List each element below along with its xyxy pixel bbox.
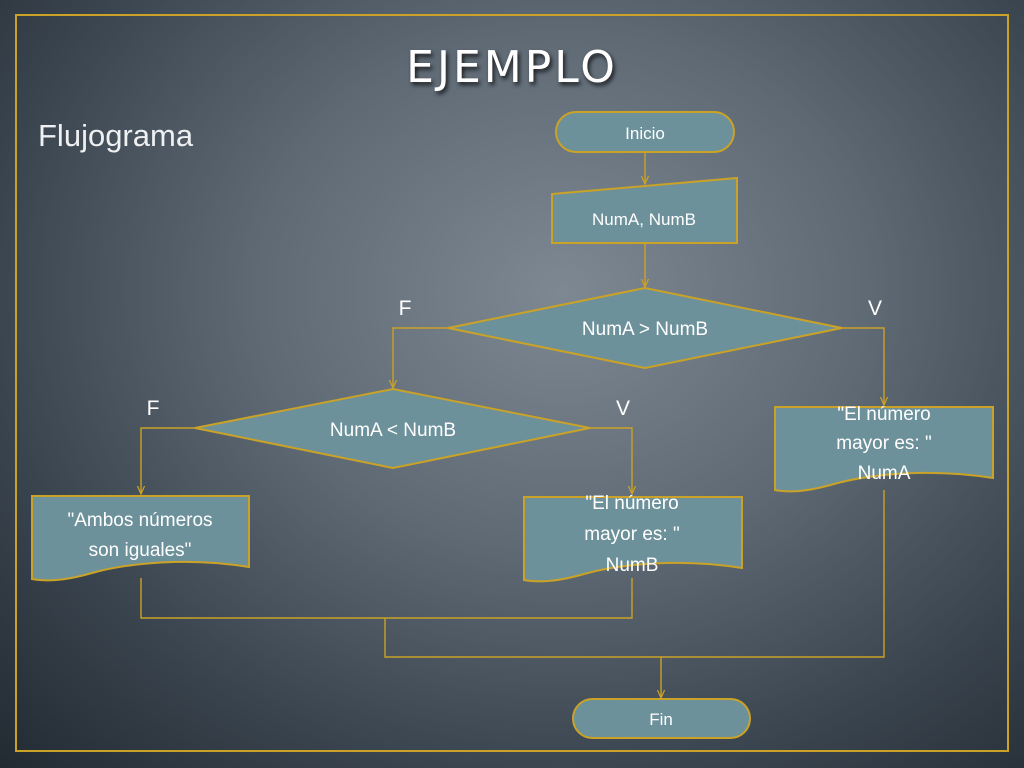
output-numa: "El número mayor es: " NumA [774, 404, 994, 493]
end-node: Fin [572, 698, 751, 739]
decision-1-label: NumA > NumB [582, 319, 708, 340]
input-node: NumA, NumB [551, 176, 738, 244]
decision-1: NumA > NumB [447, 286, 843, 370]
output-numb-line-2: mayor es: " [584, 524, 679, 545]
edge-equal-merge [140, 578, 633, 619]
edge-merge-join [384, 490, 885, 658]
edge-decision2-true [590, 427, 632, 494]
decision-1-false-label: F [399, 297, 412, 320]
output-numb-line-3: NumB [606, 555, 659, 576]
output-equal-line-1: "Ambos números [67, 510, 212, 531]
output-numb-line-1: "El número [585, 493, 678, 514]
edge-decision1-false [393, 327, 448, 388]
start-node: Inicio [555, 111, 735, 153]
slide-title: EJEMPLO [406, 42, 618, 93]
output-equal: "Ambos números son iguales" [31, 495, 250, 582]
output-numb: "El número mayor es: " NumB [523, 493, 743, 583]
slide-subtitle: Flujograma [38, 118, 194, 153]
connectors [141, 152, 884, 698]
end-label: Fin [649, 710, 673, 729]
edge-decision2-false [141, 427, 195, 494]
decision-1-true-label: V [868, 297, 882, 320]
output-numa-line-1: "El número [837, 404, 930, 425]
input-label: NumA, NumB [592, 210, 696, 229]
output-numa-line-2: mayor es: " [836, 433, 931, 454]
decision-2: NumA < NumB [194, 387, 591, 470]
output-numa-line-3: NumA [858, 463, 911, 484]
edge-decision1-true [842, 327, 884, 405]
decision-2-false-label: F [147, 397, 160, 420]
decision-2-label: NumA < NumB [330, 420, 456, 441]
decision-2-true-label: V [616, 397, 630, 420]
output-equal-line-2: son iguales" [89, 540, 192, 561]
start-label: Inicio [625, 124, 665, 143]
slide-frame [15, 14, 1009, 752]
